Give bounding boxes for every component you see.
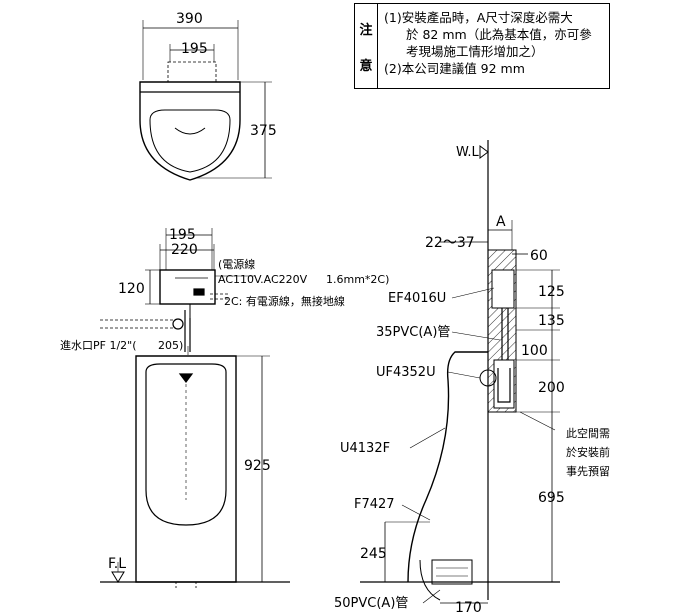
part-50pvc: 50PVC(A)管 <box>334 596 408 611</box>
dim-925: 925 <box>244 458 271 474</box>
notes-head-char-2: 意 <box>359 58 373 74</box>
side-view <box>360 140 560 604</box>
dim-100: 100 <box>521 343 548 359</box>
dim-135: 135 <box>538 313 565 329</box>
dim-390: 390 <box>176 11 203 27</box>
note-line-1: (1)安裝產品時，A尺寸深度必需大 <box>384 10 573 25</box>
space-note-line-3: 事先預留 <box>566 465 610 478</box>
inlet-dim: 205) <box>158 339 183 352</box>
notes-heading: 注 意 <box>355 4 378 88</box>
dim-220: 220 <box>171 242 198 258</box>
part-f7427: F7427 <box>354 497 395 512</box>
power-line-label-3: 1.6mm*2C) <box>326 273 389 286</box>
note-line-3: 考現場施工情形增加之） <box>406 44 544 59</box>
power-line-label-4: 2C: 有電源線，無接地線 <box>224 294 345 308</box>
part-35pvc: 35PVC(A)管 <box>376 325 450 340</box>
inlet-label: 進水口PF 1/2"( <box>60 339 137 352</box>
space-note-line-2: 於安裝前 <box>566 445 610 459</box>
part-u4132f: U4132F <box>340 441 390 456</box>
space-note-line-1: 此空間需 <box>566 426 610 440</box>
note-line-2: 於 82 mm（此為基本值，亦可參 <box>406 27 592 42</box>
floor-label: F.L <box>108 556 126 572</box>
notes-head-char-1: 注 <box>359 22 373 38</box>
power-line-label-1: (電源線 <box>218 257 255 271</box>
dim-60: 60 <box>530 248 548 264</box>
dim-a: A <box>496 214 506 230</box>
power-line-label-2: AC110V.AC220V <box>218 273 308 286</box>
dim-695: 695 <box>538 490 565 506</box>
dim-245: 245 <box>360 546 387 562</box>
part-uf4352u: UF4352U <box>376 365 436 380</box>
dim-120: 120 <box>118 281 145 297</box>
dim-195-top: 195 <box>181 41 208 57</box>
notes-box: 注 意 (1)安裝產品時，A尺寸深度必需大 於 82 mm（此為基本值，亦可參 … <box>354 3 610 89</box>
part-ef4016u: EF4016U <box>388 291 446 306</box>
wall-label: W.L <box>456 145 479 160</box>
dim-200: 200 <box>538 380 565 396</box>
dim-375: 375 <box>250 123 277 139</box>
dim-195-front: 195 <box>169 227 196 243</box>
notes-body: (1)安裝產品時，A尺寸深度必需大 於 82 mm（此為基本值，亦可參 考現場施… <box>378 4 609 88</box>
dim-170: 170 <box>455 600 482 615</box>
dim-125: 125 <box>538 284 565 300</box>
top-view <box>139 20 272 181</box>
dim-22-37: 22～37 <box>425 235 475 251</box>
note-line-4: (2)本公司建議值 92 mm <box>384 61 525 76</box>
front-view <box>100 228 290 590</box>
